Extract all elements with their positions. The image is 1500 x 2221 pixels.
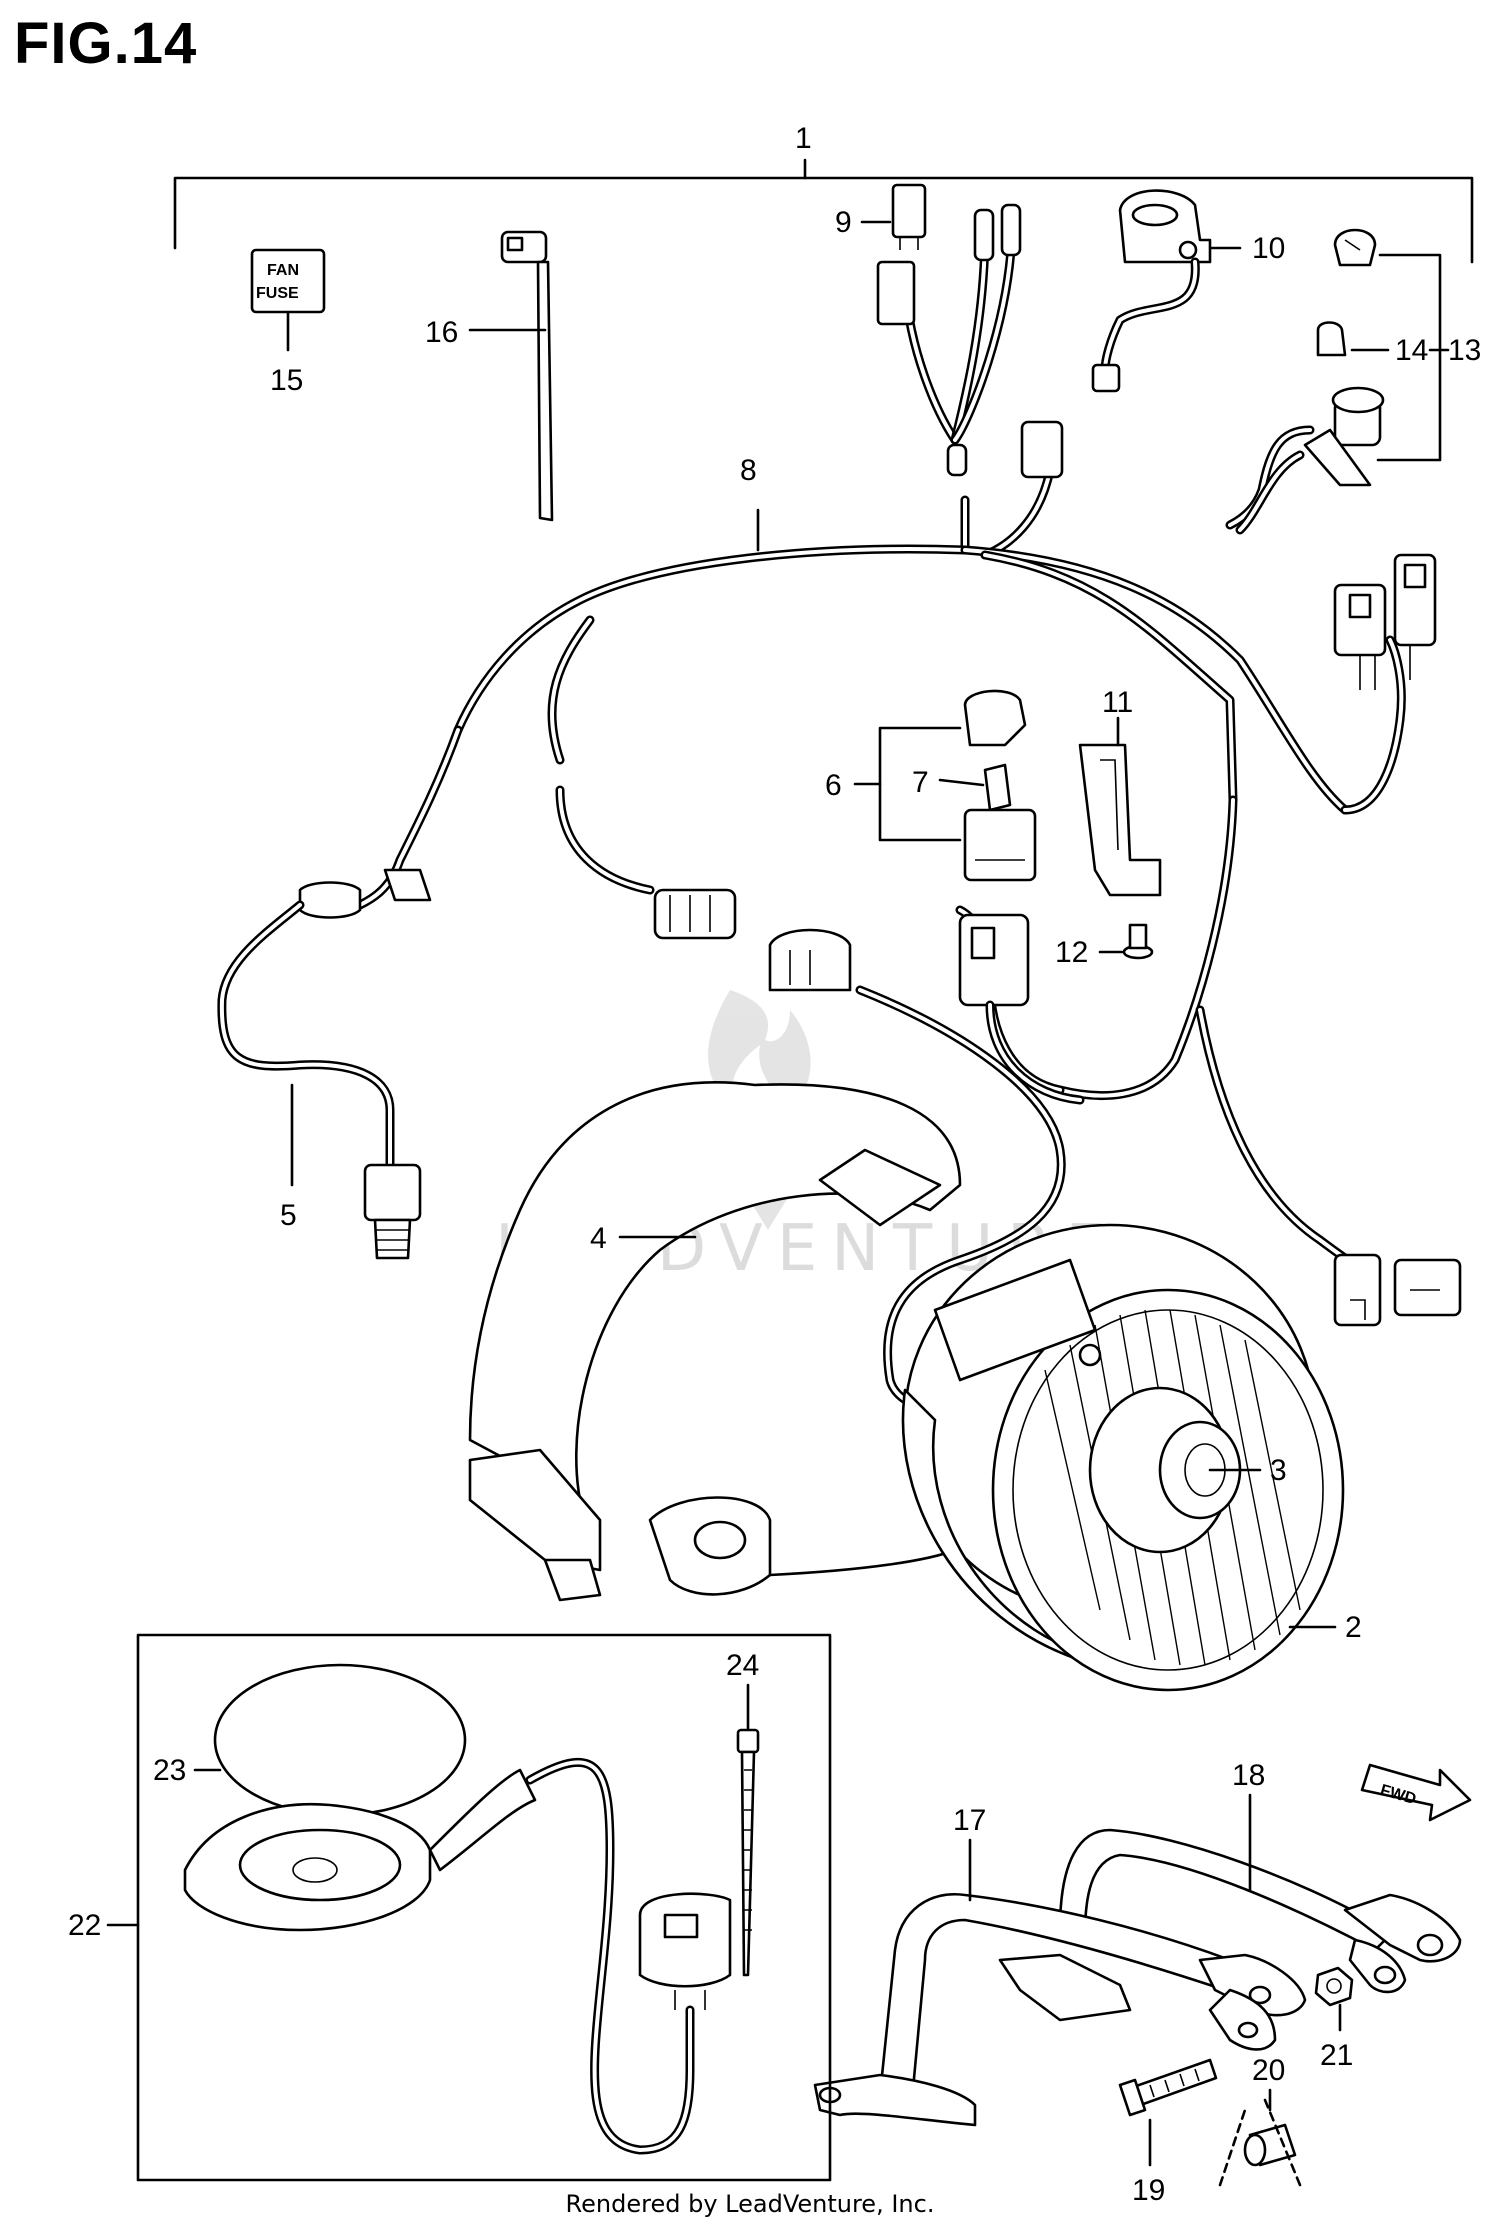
fwd-arrow-icon: FWD (1360, 1763, 1472, 1822)
callout-24: 24 (726, 1649, 759, 1682)
callout-6: 6 (825, 769, 842, 802)
main-wiring-harness: 8 (298, 454, 1462, 1420)
fuse-label-line1: FAN (267, 262, 299, 279)
callout-9: 9 (835, 206, 852, 239)
fan-switch: 10 (1091, 189, 1285, 393)
indicator-lamp-assembly: 14 13 (1225, 228, 1481, 535)
callout-16: 16 (425, 316, 458, 349)
fan-bracket-lower: 17 (813, 1804, 1307, 2127)
callout-8: 8 (740, 454, 757, 487)
relay-assembly: 6 7 (825, 689, 1085, 1105)
thermo-switch: 5 (217, 900, 422, 1260)
cooling-fan-motor: 3 2 (901, 1223, 1362, 1692)
callout-3: 3 (1270, 1454, 1287, 1487)
callout-22: 22 (68, 1909, 101, 1942)
callout-14: 14 (1395, 334, 1428, 367)
callout-23: 23 (153, 1754, 186, 1787)
callout-1: 1 (795, 122, 812, 155)
bolt-19: 19 (1118, 2058, 1218, 2207)
fuse-label-line2: FUSE (256, 285, 299, 302)
figure-title: FIG.14 (14, 11, 198, 76)
callout-13: 13 (1448, 334, 1481, 367)
fan-shroud: 4 (468, 1081, 962, 1602)
callout-20: 20 (1252, 2054, 1285, 2087)
callout-15: 15 (270, 364, 303, 397)
callout-2: 2 (1345, 1611, 1362, 1644)
nut-21: 21 (1314, 1966, 1353, 2072)
render-credit: Rendered by LeadVenture, Inc. (565, 2190, 935, 2218)
callout-11: 11 (1102, 686, 1133, 719)
cable-tie-clip: 16 (425, 230, 554, 522)
callout-18: 18 (1232, 1759, 1265, 1792)
callout-12: 12 (1055, 936, 1088, 969)
callout-5: 5 (280, 1199, 297, 1232)
relay-pigtail: 9 (835, 183, 1064, 560)
fan-fuse: FAN FUSE 15 (250, 248, 326, 397)
callout-19: 19 (1132, 2174, 1165, 2207)
callout-7: 7 (912, 766, 929, 799)
sensor-inset: 23 22 24 (68, 1633, 832, 2182)
screw-12: 12 (1055, 923, 1154, 969)
callout-21: 21 (1320, 2039, 1353, 2072)
callout-17: 17 (953, 1804, 986, 1837)
o-ring (213, 1663, 467, 1817)
spacer-collar-20: 20 (1218, 2054, 1302, 2187)
assembly-bracket: 1 (173, 122, 1474, 264)
callout-10: 10 (1252, 232, 1285, 265)
relay-bracket: 11 (1078, 686, 1162, 897)
fan-bracket-upper: 18 (1058, 1759, 1462, 1994)
callout-4: 4 (590, 1222, 607, 1255)
